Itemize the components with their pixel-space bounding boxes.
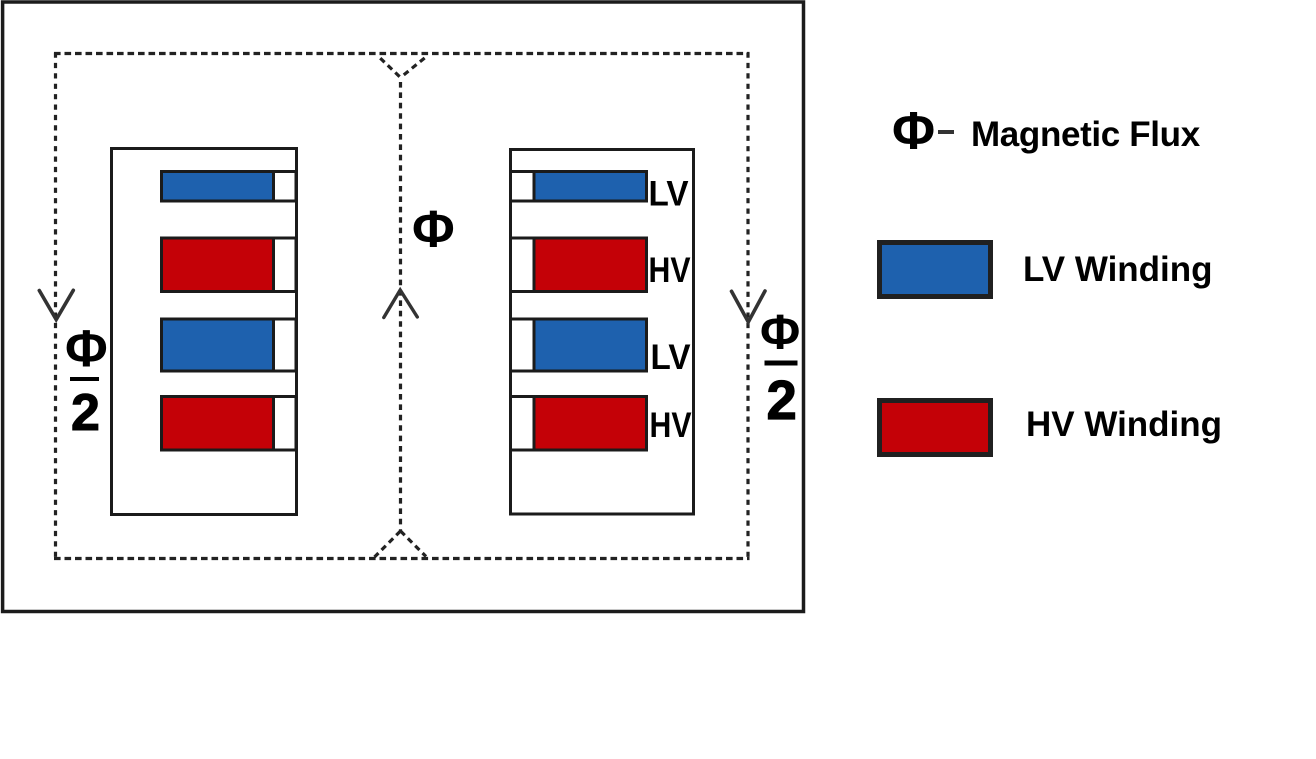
svg-text:Φ: Φ (412, 201, 455, 259)
svg-text:Magnetic Flux: Magnetic Flux (971, 115, 1201, 154)
svg-text:Φ: Φ (760, 306, 800, 360)
svg-text:HV: HV (650, 406, 693, 445)
svg-text:LV Winding: LV Winding (1023, 250, 1213, 289)
svg-text:LV: LV (649, 175, 690, 214)
svg-text:HV Winding: HV Winding (1026, 405, 1222, 444)
svg-text:LV: LV (651, 338, 692, 377)
svg-text:2: 2 (767, 370, 797, 431)
svg-text:Φ: Φ (65, 320, 108, 378)
svg-text:HV: HV (649, 251, 692, 290)
svg-text:Φ: Φ (892, 102, 935, 161)
svg-text:2: 2 (71, 384, 100, 442)
